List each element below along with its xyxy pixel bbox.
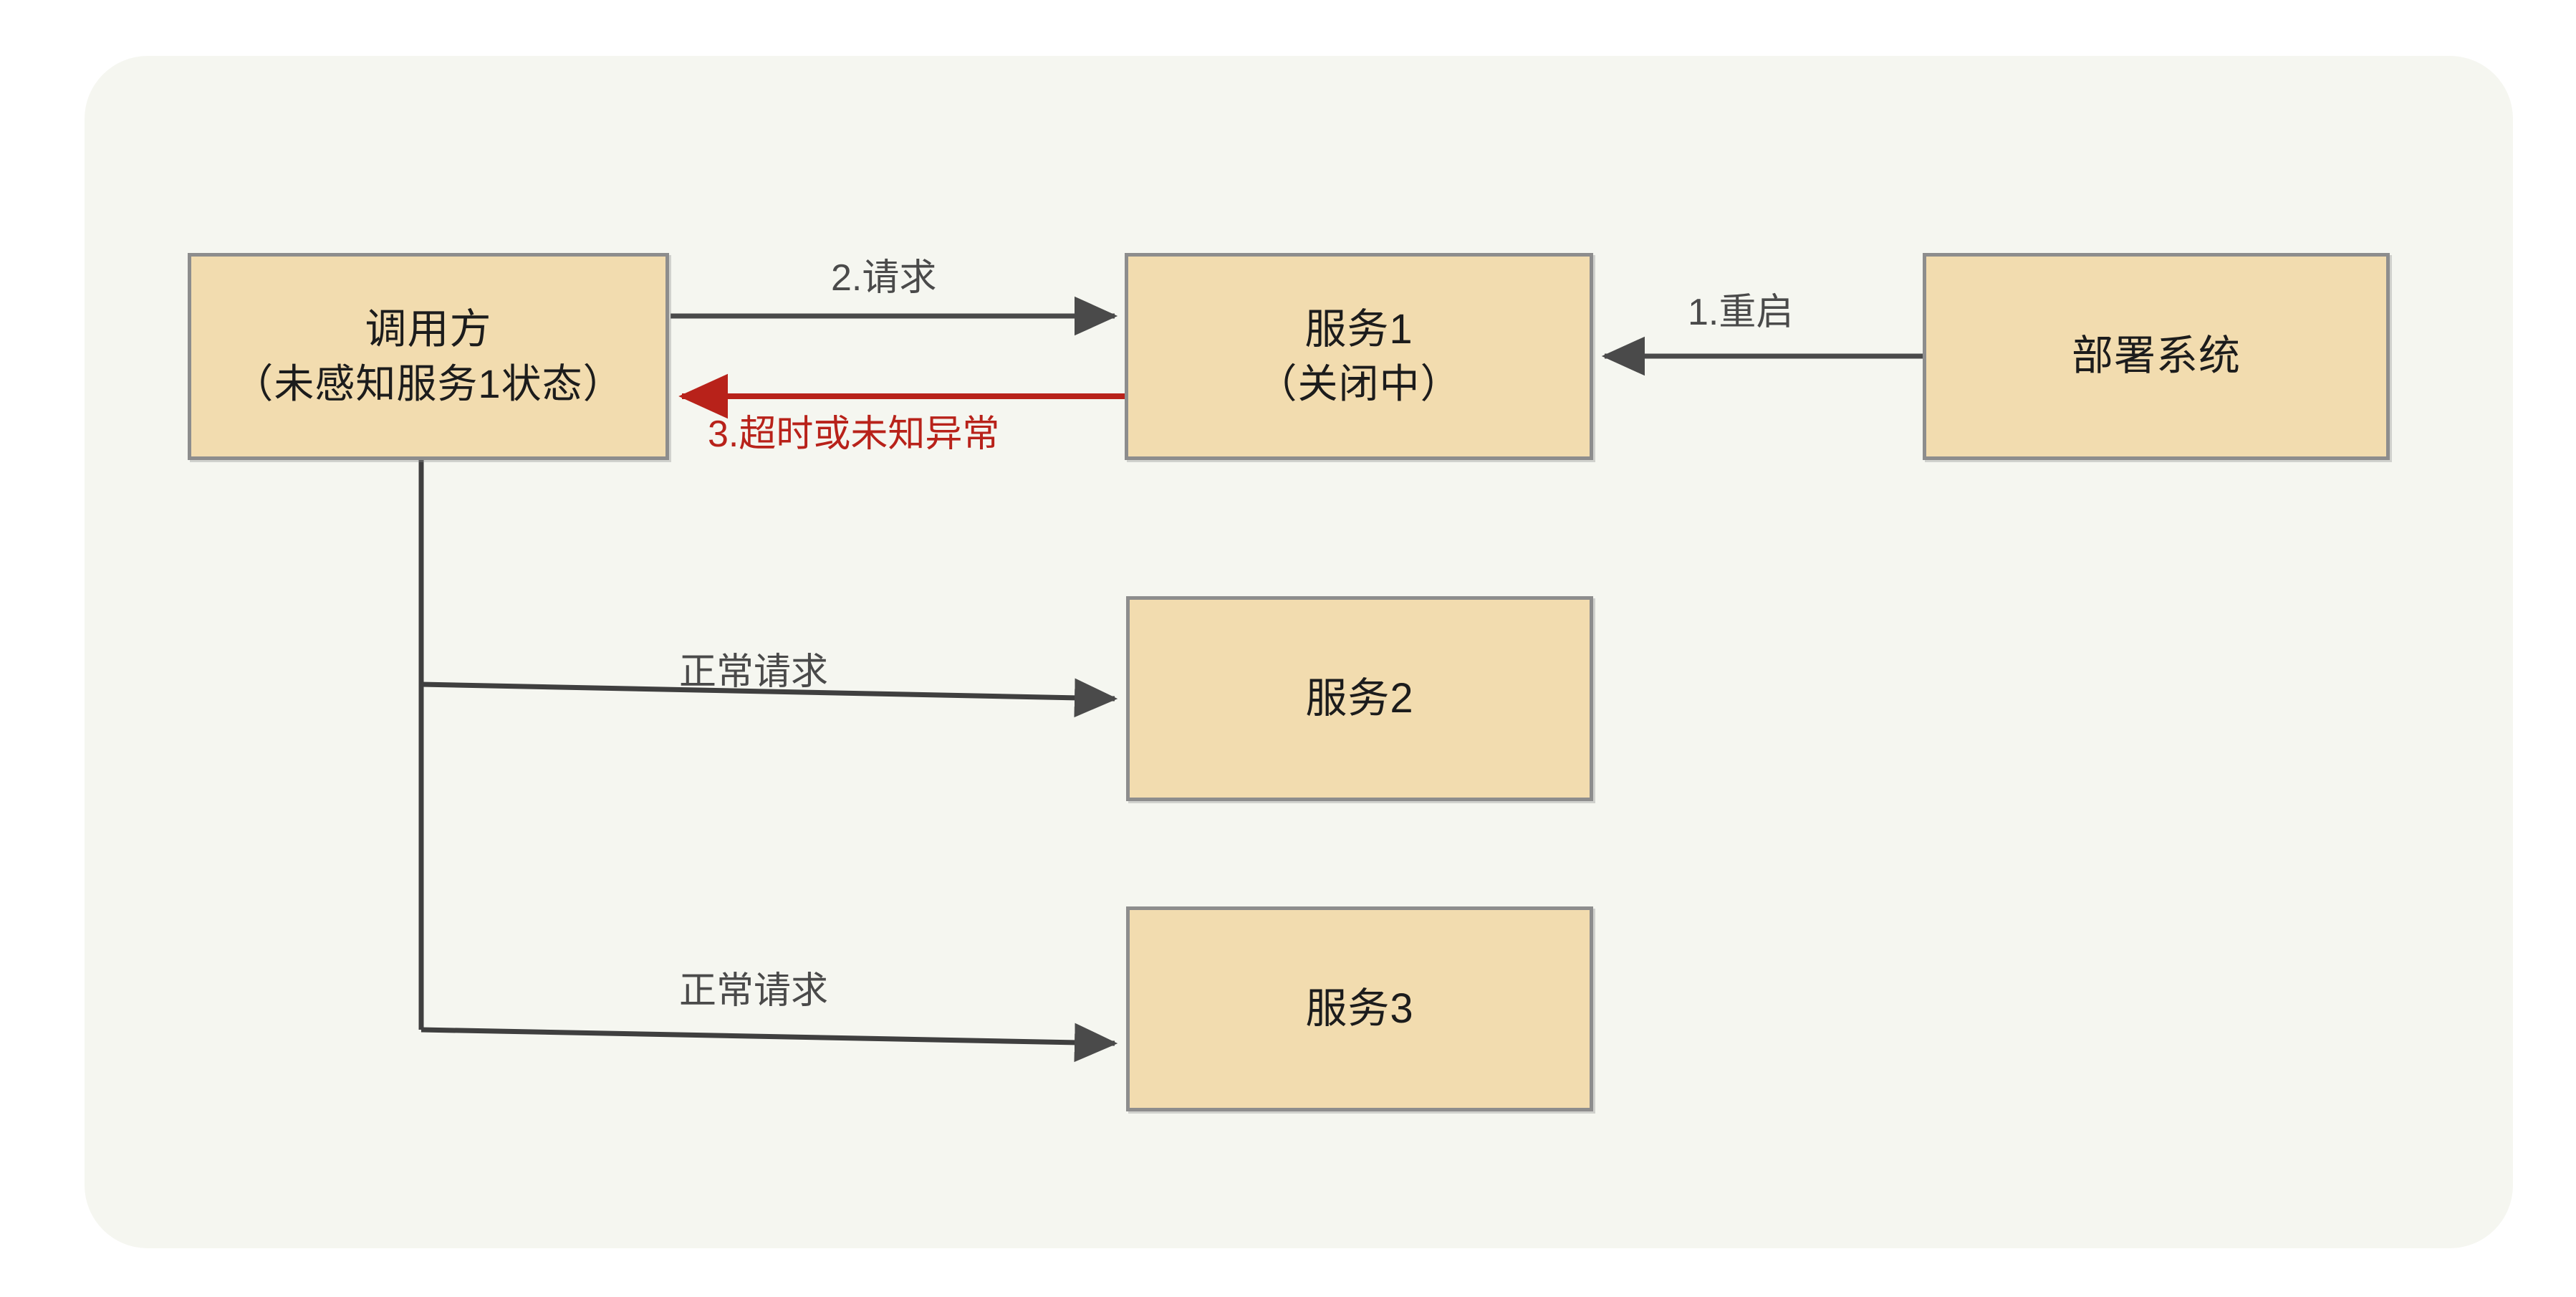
edge-normal-service3	[420, 1023, 1118, 1063]
node-service1-title: 服务1	[1304, 306, 1413, 353]
node-service2-title: 服务2	[1305, 674, 1414, 722]
edge-label-timeout: 3.超时或未知异常	[708, 413, 1000, 455]
node-caller-subtitle: （未感知服务1状态）	[233, 360, 624, 406]
edge-normal-service2	[420, 678, 1118, 718]
edge-label-normal-service3: 正常请求	[679, 970, 829, 1012]
node-service1-subtitle: （关闭中）	[1256, 360, 1461, 406]
node-service3-title: 服务3	[1305, 985, 1414, 1032]
node-caller-title: 调用方	[365, 306, 492, 353]
node-deploy-system-title: 部署系统	[2071, 332, 2241, 380]
edge-label-request: 2.请求	[831, 257, 937, 299]
node-caller[interactable]: 调用方 （未感知服务1状态）	[188, 253, 669, 460]
node-service3[interactable]: 服务3	[1126, 906, 1593, 1111]
node-deploy-system[interactable]: 部署系统	[1923, 253, 2390, 460]
node-service1[interactable]: 服务1 （关闭中）	[1125, 253, 1593, 460]
edge-label-restart: 1.重启	[1688, 292, 1794, 333]
node-service2[interactable]: 服务2	[1126, 596, 1593, 801]
edge-label-normal-service2: 正常请求	[679, 651, 829, 693]
